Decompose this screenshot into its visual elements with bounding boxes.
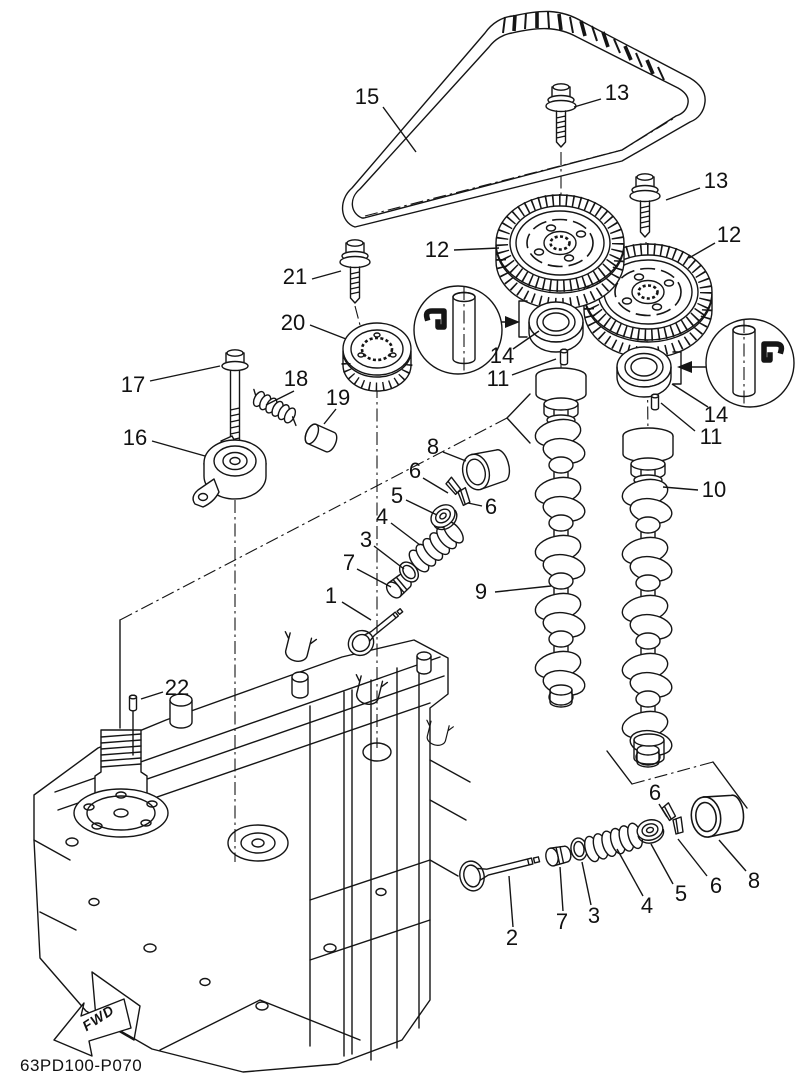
- leader-19-13: [323, 408, 337, 425]
- tensioner-collar: [304, 423, 338, 453]
- callout-15-0: 15: [354, 84, 380, 109]
- leader-1-22: [341, 601, 372, 621]
- leader-20-6: [309, 324, 347, 340]
- leader-14-9: [671, 383, 709, 408]
- exhaust-valve-set: [459, 791, 747, 892]
- leader-22-25: [140, 691, 164, 700]
- leader-3-20: [373, 545, 405, 570]
- seal-detail-right: [672, 319, 794, 407]
- leader-3-28: [581, 861, 592, 906]
- callout-12-3: 12: [424, 237, 450, 262]
- leader-21-5: [311, 270, 342, 280]
- callout-18-12: 18: [283, 366, 309, 391]
- callout-21-5: 21: [282, 264, 308, 289]
- leader-11-8: [511, 358, 557, 376]
- leader-10-24: [662, 486, 699, 491]
- leader-2-26: [508, 875, 514, 928]
- callout-14-7: 14: [489, 343, 515, 368]
- callout-7-27: 7: [555, 909, 569, 934]
- callout-5-30: 5: [674, 881, 688, 906]
- figure-code: 63PD100-P070: [20, 1056, 143, 1075]
- callout-8-15: 8: [426, 434, 440, 459]
- leader-9-23: [494, 585, 552, 593]
- intake-valve-set: [347, 445, 514, 657]
- tensioner-spring: [252, 388, 297, 427]
- leader-8-33: [718, 839, 747, 872]
- callout-6-17: 6: [484, 494, 498, 519]
- callout-1-22: 1: [324, 583, 338, 608]
- cylinder-block: [33, 631, 471, 1073]
- callout-11-8: 11: [486, 366, 510, 391]
- leader-5-30: [650, 843, 674, 885]
- callout-3-28: 3: [587, 903, 601, 928]
- callout-22-25: 22: [164, 675, 190, 700]
- callout-3-20: 3: [359, 527, 373, 552]
- leader-8-15: [442, 451, 467, 462]
- leader-13-1: [573, 98, 602, 108]
- leader-4-19: [390, 522, 421, 546]
- callout-6-16: 6: [408, 458, 422, 483]
- callout-12-4: 12: [716, 222, 742, 247]
- leader-4-29: [616, 848, 644, 897]
- leader-18-12: [265, 390, 295, 406]
- leader-12-3: [453, 247, 500, 251]
- callout-14-9: 14: [703, 402, 729, 427]
- callout-5-18: 5: [390, 483, 404, 508]
- callout-8-33: 8: [747, 868, 761, 893]
- pin-22: [128, 694, 138, 712]
- leader-5-18: [405, 499, 438, 516]
- leader-15-0: [382, 106, 417, 153]
- leader-7-27: [559, 866, 564, 912]
- callout-11-10: 11: [699, 424, 723, 449]
- callout-2-26: 2: [505, 925, 519, 950]
- leader-6-17: [467, 502, 483, 507]
- callout-17-11: 17: [120, 372, 146, 397]
- callout-10-24: 10: [701, 477, 727, 502]
- callout-13-1: 13: [604, 80, 630, 105]
- leader-16-14: [151, 440, 206, 457]
- timing-belt: [341, 10, 706, 228]
- intake-valve: [347, 608, 404, 657]
- leader-6-31: [677, 838, 708, 877]
- leader-12-4: [688, 242, 716, 259]
- leader-6-16: [422, 477, 449, 494]
- tensioner: [192, 435, 267, 508]
- callout-20-6: 20: [280, 310, 306, 335]
- callout-9-23: 9: [474, 579, 488, 604]
- callout-6-31: 6: [709, 873, 723, 898]
- leader-6-32: [658, 803, 668, 818]
- callout-7-21: 7: [342, 550, 356, 575]
- callout-4-19: 4: [375, 504, 389, 529]
- exhaust-valve: [459, 856, 541, 892]
- leader-17-11: [149, 365, 221, 382]
- leader-11-10: [660, 402, 696, 432]
- belt-teeth: [502, 11, 665, 81]
- leader-7-21: [356, 568, 392, 588]
- callout-19-13: 19: [325, 385, 351, 410]
- callout-16-14: 16: [122, 425, 148, 450]
- callout-4-29: 4: [640, 893, 654, 918]
- leader-13-2: [665, 187, 701, 201]
- seal-detail-left: [414, 286, 528, 374]
- callout-6-32: 6: [648, 780, 662, 805]
- camshaft-exhaust-end: [633, 733, 665, 765]
- leader-14-7: [512, 330, 540, 350]
- callout-13-2: 13: [703, 168, 729, 193]
